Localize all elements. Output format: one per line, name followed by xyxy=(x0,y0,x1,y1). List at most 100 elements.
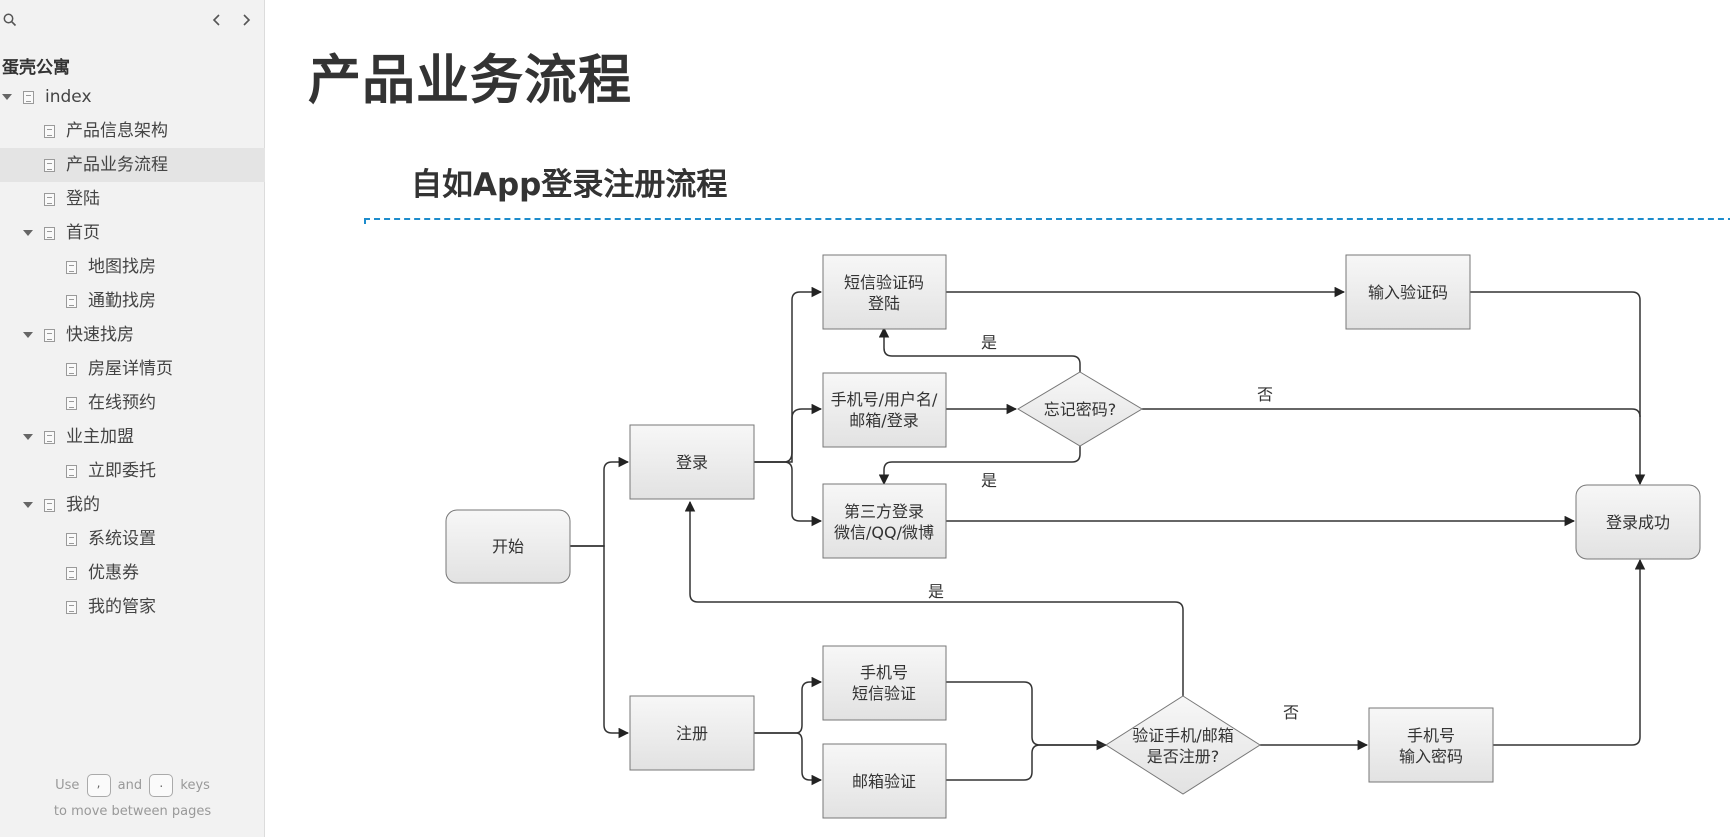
node-check-registered-label: 验证手机/邮箱是否注册? xyxy=(1132,726,1233,766)
sidebar-item-label: 立即委托 xyxy=(88,461,156,481)
page-icon xyxy=(44,329,55,342)
sidebar-item-12[interactable]: 我的 xyxy=(0,488,265,522)
sidebar-item-0[interactable]: index xyxy=(0,80,265,114)
diagram-title: 自如App登录注册流程 xyxy=(411,167,728,203)
edge-forgot-success xyxy=(1142,408,1641,418)
sidebar-item-label: 地图找房 xyxy=(88,257,156,277)
node-forgot-pwd-label: 忘记密码? xyxy=(1044,400,1117,419)
caret-down-icon[interactable] xyxy=(23,230,33,236)
caret-down-icon[interactable] xyxy=(2,94,12,100)
main-content: 产品业务流程 自如App登录注册流程 xyxy=(266,0,1730,837)
sidebar-item-2[interactable]: 产品业务流程 xyxy=(0,148,265,182)
page-icon xyxy=(44,431,55,444)
node-login-success-label: 登录成功 xyxy=(1606,513,1670,532)
caret-down-icon[interactable] xyxy=(23,502,33,508)
node-third-party xyxy=(822,483,947,559)
page-icon xyxy=(23,91,34,104)
flowchart: 是 否 是 是 否 开始 登录 注册 短信验证码登陆 手机号/用户名/邮 xyxy=(445,254,1701,819)
hint-and: and xyxy=(117,778,143,793)
sidebar-item-6[interactable]: 通勤找房 xyxy=(0,284,265,318)
node-phone-sms xyxy=(822,645,947,721)
sidebar-item-label: 快速找房 xyxy=(66,325,134,345)
sidebar-item-7[interactable]: 快速找房 xyxy=(0,318,265,352)
sidebar-item-label: 登陆 xyxy=(66,189,100,209)
node-third-party-label: 第三方登录微信/QQ/微博 xyxy=(834,502,934,542)
node-login-success xyxy=(1575,484,1701,560)
sidebar-item-label: 产品业务流程 xyxy=(66,155,168,175)
node-start-label: 开始 xyxy=(492,537,524,556)
edge-label-forgot-yes-down: 是 xyxy=(981,471,997,490)
page-icon xyxy=(66,465,77,478)
page-icon xyxy=(44,227,55,240)
node-account-login-label: 手机号/用户名/邮箱/登录 xyxy=(831,390,938,430)
edge-label-forgot-no: 否 xyxy=(1257,385,1273,404)
dashed-divider xyxy=(364,218,1730,224)
page-icon xyxy=(66,397,77,410)
sidebar-item-5[interactable]: 地图找房 xyxy=(0,250,265,284)
sidebar-item-label: 首页 xyxy=(66,223,100,243)
next-page-button[interactable] xyxy=(237,11,255,29)
page-icon xyxy=(44,125,55,138)
project-title: 蛋壳公寓 xyxy=(2,58,70,78)
chevron-right-icon xyxy=(243,14,251,26)
hint-line2: to move between pages xyxy=(53,804,212,819)
sidebar-item-label: 房屋详情页 xyxy=(88,359,173,379)
edge-forgot-thirdparty xyxy=(878,446,1081,486)
edge-start-register xyxy=(570,545,630,739)
caret-down-icon[interactable] xyxy=(23,434,33,440)
edge-phonepwd-success xyxy=(1493,558,1646,746)
sidebar-item-8[interactable]: 房屋详情页 xyxy=(0,352,265,386)
key-comma: , xyxy=(86,774,111,797)
node-register xyxy=(629,695,755,771)
page-icon xyxy=(44,159,55,172)
page-icon xyxy=(66,261,77,274)
edge-entercode-success xyxy=(1470,291,1646,486)
edge-login-thirdparty xyxy=(754,461,823,527)
sidebar-item-label: 产品信息架构 xyxy=(66,121,168,141)
previous-page-button[interactable] xyxy=(208,11,226,29)
node-check-registered xyxy=(1105,695,1261,795)
node-phone-sms-label: 手机号短信验证 xyxy=(852,663,916,703)
page-icon xyxy=(66,533,77,546)
node-email-verify-label: 邮箱验证 xyxy=(852,772,916,791)
edge-register-email xyxy=(754,732,823,786)
edge-check-login xyxy=(684,500,1184,696)
sidebar-toolbar xyxy=(0,0,265,40)
sidebar-item-9[interactable]: 在线预约 xyxy=(0,386,265,420)
sidebar-item-15[interactable]: 我的管家 xyxy=(0,590,265,624)
sidebar-item-4[interactable]: 首页 xyxy=(0,216,265,250)
node-start xyxy=(445,509,571,584)
page-icon xyxy=(66,601,77,614)
sidebar-item-label: 系统设置 xyxy=(88,529,156,549)
sidebar-item-1[interactable]: 产品信息架构 xyxy=(0,114,265,148)
sidebar-item-label: 优惠券 xyxy=(88,563,139,583)
node-sms-login-label: 短信验证码登陆 xyxy=(844,273,924,313)
hint-keys: keys xyxy=(180,778,210,793)
sidebar-item-label: 业主加盟 xyxy=(66,427,134,447)
search-icon[interactable] xyxy=(3,12,17,31)
edge-register-phone xyxy=(754,676,823,734)
sidebar: 蛋壳公寓 index 产品信息架构产品业务流程登陆首页地图找房通勤找房快速找房房屋… xyxy=(0,0,265,837)
sidebar-item-label: 我的 xyxy=(66,495,100,515)
sidebar-item-label: 在线预约 xyxy=(88,393,156,413)
edge-login-sms xyxy=(754,286,823,463)
page-icon xyxy=(44,193,55,206)
node-enter-code-label: 输入验证码 xyxy=(1368,283,1448,302)
key-period: . xyxy=(149,774,174,797)
sidebar-item-3[interactable]: 登陆 xyxy=(0,182,265,216)
sidebar-item-11[interactable]: 立即委托 xyxy=(0,454,265,488)
edge-label-forgot-yes-up: 是 xyxy=(981,333,997,352)
sidebar-item-13[interactable]: 系统设置 xyxy=(0,522,265,556)
edge-login-account xyxy=(754,403,823,463)
page-title: 产品业务流程 xyxy=(308,50,632,111)
caret-down-icon[interactable] xyxy=(23,332,33,338)
edge-email-check xyxy=(946,744,1106,781)
page-tree: index 产品信息架构产品业务流程登陆首页地图找房通勤找房快速找房房屋详情页在线… xyxy=(0,80,265,624)
edge-forgot-sms xyxy=(878,326,1081,372)
sidebar-item-14[interactable]: 优惠券 xyxy=(0,556,265,590)
sidebar-item-10[interactable]: 业主加盟 xyxy=(0,420,265,454)
edge-label-registered-yes: 是 xyxy=(928,582,944,601)
sidebar-item-label: 我的管家 xyxy=(88,597,156,617)
node-login xyxy=(629,424,755,500)
page-icon xyxy=(66,295,77,308)
